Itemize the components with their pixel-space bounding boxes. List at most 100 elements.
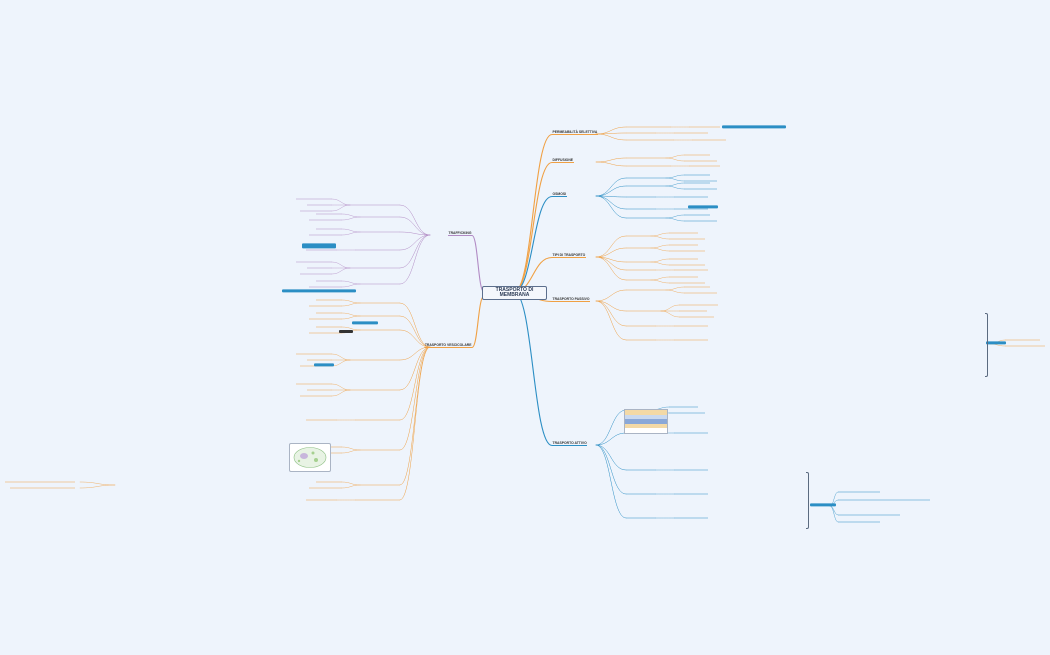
- connector-line: [341, 484, 361, 489]
- cell-illustration: [293, 447, 327, 468]
- connector-line: [595, 444, 627, 471]
- central-topic-label: TRASPORTO DI MEMBRANA: [495, 286, 534, 298]
- connector-line: [595, 235, 627, 258]
- connector-line: [341, 216, 361, 221]
- connector-line: [341, 283, 361, 288]
- connector-line: [665, 154, 685, 159]
- connector-line: [595, 409, 627, 446]
- branch-trafficking[interactable]: TRAFFICKING: [448, 231, 472, 236]
- branch-trasporto-vescicolare[interactable]: TRASPORTO VESCICOLARE: [424, 343, 472, 348]
- connector-line: [341, 315, 361, 320]
- connector-line: [341, 446, 361, 451]
- connector-line: [829, 505, 839, 523]
- highlight-badge[interactable]: [302, 243, 336, 249]
- group-bracket: [985, 313, 988, 377]
- connector-line: [665, 157, 685, 162]
- connector-line: [595, 256, 627, 281]
- connector-line: [595, 161, 627, 167]
- connector-line: [665, 185, 685, 190]
- connector-line: [665, 177, 685, 182]
- group-bracket: [806, 472, 809, 529]
- connector-line: [341, 299, 361, 304]
- connector-line: [399, 234, 431, 251]
- branch-label: OSMOSI: [552, 192, 567, 196]
- connector-line: [341, 228, 361, 233]
- connector-line: [665, 182, 685, 187]
- connector-line: [331, 359, 351, 367]
- membrane-diagram-image: [624, 409, 668, 434]
- highlight-badge[interactable]: [352, 321, 378, 325]
- connector-line: [595, 444, 627, 495]
- connector-line: [399, 346, 431, 361]
- dark-label-box: [339, 330, 353, 333]
- connector-line: [399, 346, 431, 451]
- highlight-badge[interactable]: [986, 341, 1006, 345]
- connector-line: [399, 204, 431, 236]
- highlight-badge[interactable]: [810, 503, 836, 507]
- connector-line: [399, 346, 431, 421]
- connector-line: [595, 300, 627, 341]
- connector-line: [650, 276, 670, 281]
- connector-line: [399, 346, 431, 486]
- connector-line: [595, 195, 627, 219]
- connector-line: [471, 295, 485, 349]
- highlight-badge[interactable]: [722, 125, 786, 129]
- branch-diffusione[interactable]: DIFFUSIONE: [552, 158, 574, 163]
- branch-tipi-di-trasporto[interactable]: TIPI DI TRASPORTO: [552, 253, 586, 258]
- connector-line: [665, 174, 685, 179]
- branch-trasporto-attivo[interactable]: TRASPORTO ATTIVO: [552, 441, 588, 446]
- highlight-badge[interactable]: [688, 205, 718, 209]
- connector-line: [79, 481, 116, 486]
- highlight-badge[interactable]: [314, 363, 334, 367]
- connector-line: [331, 261, 351, 269]
- connector-line: [660, 310, 680, 318]
- connector-line: [331, 389, 351, 397]
- connector-line: [650, 235, 670, 240]
- connector-line: [595, 177, 627, 197]
- central-topic[interactable]: TRASPORTO DI MEMBRANA: [482, 286, 547, 300]
- connector-line: [650, 232, 670, 237]
- connector-line: [341, 302, 361, 307]
- branch-label: TRASPORTO ATTIVO: [552, 441, 587, 445]
- connector-line: [650, 244, 670, 249]
- connector-line: [331, 267, 351, 275]
- connector-line: [341, 280, 361, 285]
- connector-line: [595, 289, 627, 302]
- connector-line: [513, 133, 553, 293]
- connector-line: [660, 304, 680, 312]
- connector-line: [399, 346, 431, 501]
- branch-label: DIFFUSIONE: [552, 158, 574, 162]
- connector-line: [331, 383, 351, 391]
- connector-line: [399, 346, 431, 391]
- connector-line: [595, 247, 627, 258]
- connector-line: [399, 216, 431, 236]
- connector-line: [650, 261, 670, 266]
- branch-osmosi[interactable]: OSMOSI: [552, 192, 567, 197]
- connector-line: [595, 157, 627, 163]
- connector-line: [665, 286, 685, 291]
- branch-label: TRAFFICKING: [448, 231, 472, 235]
- connector-line: [341, 481, 361, 486]
- connector-line: [595, 444, 627, 519]
- connector-line: [650, 247, 670, 252]
- cell-diagram-image: [289, 443, 331, 472]
- branch-label: TRASPORTO PASSIVO: [552, 297, 590, 301]
- connector-line: [341, 213, 361, 218]
- connector-line: [665, 217, 685, 222]
- connector-line: [79, 484, 116, 489]
- connector-line: [331, 353, 351, 361]
- connector-line: [650, 279, 670, 284]
- connector-line: [399, 234, 431, 285]
- connector-line: [399, 234, 431, 269]
- branch-trasporto-passivo[interactable]: TRASPORTO PASSIVO: [552, 297, 590, 302]
- branch-permeabilita-selettiva[interactable]: PERMEABILITÀ SELETTIVA: [552, 130, 598, 135]
- highlight-badge[interactable]: [282, 289, 356, 293]
- connector-line: [341, 312, 361, 317]
- branch-label: TIPI DI TRASPORTO: [552, 253, 586, 257]
- connector-line: [650, 258, 670, 263]
- connector-line: [665, 214, 685, 219]
- connector-line: [513, 291, 553, 447]
- connector-line: [341, 231, 361, 236]
